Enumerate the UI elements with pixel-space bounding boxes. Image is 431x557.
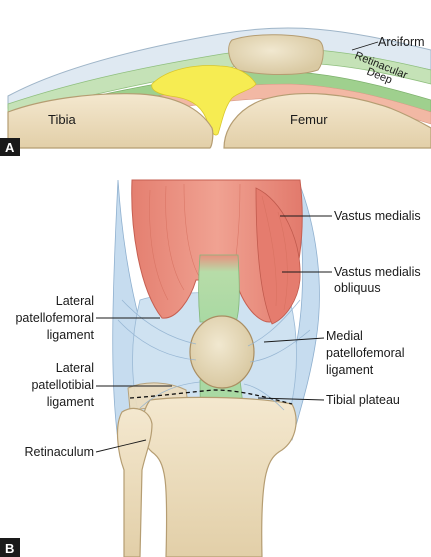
label-lpfl-2: patellofemoral — [15, 311, 94, 325]
label-vmo-1: Vastus medialis — [334, 265, 421, 279]
patella — [189, 315, 255, 389]
label-retinaculum: Retinaculum — [25, 445, 94, 459]
tibia-bone — [7, 93, 214, 149]
fibula — [116, 407, 153, 557]
patella-section — [228, 34, 324, 75]
panel-b: Vastus medialis Vastus medialis obliquus… — [0, 179, 421, 557]
label-vmo-2: obliquus — [334, 281, 381, 295]
label-lpfl-3: ligament — [47, 328, 95, 342]
label-mpfl-1: Medial — [326, 329, 363, 343]
label-arciform: Arciform — [378, 35, 425, 49]
leader-mpfl — [263, 337, 325, 343]
tibia-bone-b — [141, 396, 297, 557]
label-vastus-medialis: Vastus medialis — [334, 209, 421, 223]
label-lpfl-1: Lateral — [56, 294, 94, 308]
label-lptl-3: ligament — [47, 395, 95, 409]
leader-arciform — [351, 41, 379, 51]
fat-pad — [151, 65, 257, 136]
leader-tibial-plateau — [257, 397, 325, 401]
arciform-layer — [7, 48, 431, 117]
label-femur: Femur — [290, 112, 328, 127]
panel-tag-a-bg — [0, 138, 20, 156]
panel-a: Tibia Femur Arciform Retinacular Deep A — [0, 27, 431, 156]
panel-tag-b: B — [5, 541, 14, 556]
leader-retinaculum — [95, 439, 147, 453]
femur-bone — [223, 93, 431, 149]
label-lptl-1: Lateral — [56, 361, 94, 375]
quadriceps-tendon — [198, 254, 240, 323]
label-mpfl-3: ligament — [326, 363, 374, 377]
retinacular-fibers — [117, 299, 311, 411]
label-tibia: Tibia — [48, 112, 76, 127]
panel-tag-b-bg — [0, 538, 20, 557]
label-tibial-plateau: Tibial plateau — [326, 393, 400, 407]
tibial-plateau-line — [129, 389, 293, 405]
label-lptl-2: patellotibial — [31, 378, 94, 392]
vmo-muscle — [255, 187, 301, 325]
panel-tag-a: A — [5, 140, 15, 155]
label-mpfl-2: patellofemoral — [326, 346, 405, 360]
